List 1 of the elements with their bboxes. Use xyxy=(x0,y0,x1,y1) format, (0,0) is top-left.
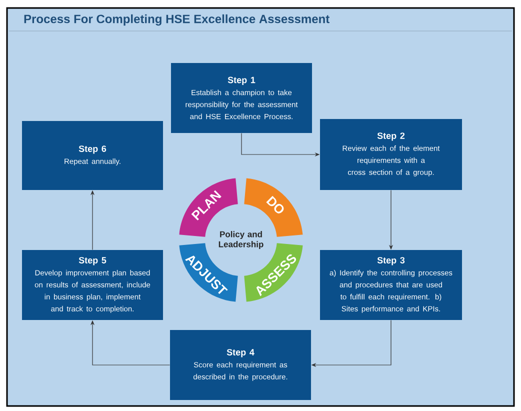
title: Process For Completing HSE Excellence Assessment xyxy=(24,14,330,26)
